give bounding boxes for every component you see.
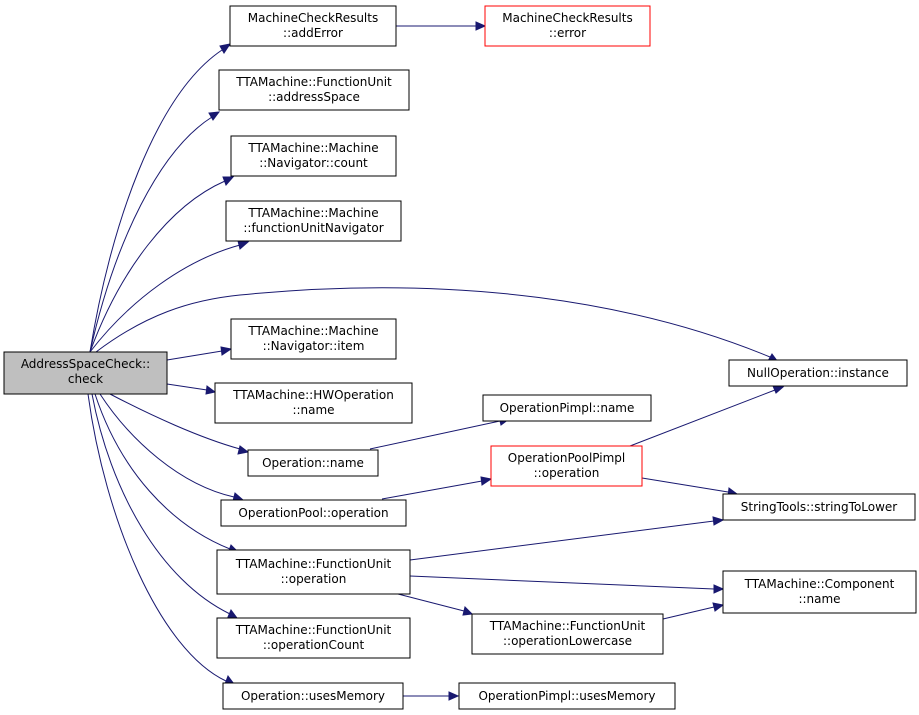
edge-check-to-fu-operationcount (91, 393, 239, 619)
node-machinecheckresults-error[interactable]: MachineCheckResults ::error (484, 5, 651, 47)
node-label-line-2: ::operation (281, 572, 347, 586)
node-label-line-2: ::operationCount (263, 638, 365, 652)
node-label-line-1: MachineCheckResults (502, 11, 632, 25)
node-label-line-1: OperationPimpl::name (500, 401, 635, 415)
node-operationpimpl-usesmemory[interactable]: OperationPimpl::usesMemory (458, 682, 676, 710)
node-stringtools-stringtolower[interactable]: StringTools::stringToLower (722, 493, 916, 521)
node-addressspacecheck-check[interactable]: AddressSpaceCheck:: check (3, 351, 168, 395)
node-label-line-1: TTAMachine::HWOperation (232, 388, 394, 402)
node-label-line-2: ::addressSpace (268, 90, 360, 104)
node-label-line-1: TTAMachine::Machine (247, 141, 378, 155)
node-label-line-1: TTAMachine::FunctionUnit (235, 623, 392, 637)
node-operationpoolpimpl-operation[interactable]: OperationPoolPimpl ::operation (490, 445, 643, 487)
node-label-line-2: ::operationLowercase (503, 634, 632, 648)
node-label-line-2: ::operation (534, 466, 600, 480)
node-machine-navigator-item[interactable]: TTAMachine::Machine ::Navigator::item (230, 318, 397, 360)
node-machine-navigator-count[interactable]: TTAMachine::Machine ::Navigator::count (230, 135, 397, 177)
node-label-line-2: ::Navigator::item (263, 339, 365, 353)
node-functionunit-operationcount[interactable]: TTAMachine::FunctionUnit ::operationCoun… (216, 617, 411, 659)
edge-pool-operation-to-poolpimpl-operation (381, 476, 493, 500)
edge-poolpimpl-operation-to-stringtolower (641, 477, 739, 497)
node-component-name[interactable]: TTAMachine::Component ::name (722, 570, 917, 614)
node-operationpimpl-name[interactable]: OperationPimpl::name (482, 394, 652, 422)
edge-check-to-hwoperation-name (166, 383, 217, 395)
node-label-line-1: TTAMachine::Component (744, 577, 895, 591)
edge-check-to-operation-name (109, 393, 250, 455)
node-machinecheckresults-adderror[interactable]: MachineCheckResults ::addError (229, 5, 397, 47)
node-label-line-2: ::addError (283, 26, 343, 40)
node-label-line-1: Operation::name (262, 456, 364, 470)
node-label-line-1: StringTools::stringToLower (741, 500, 898, 514)
node-nulloperation-instance[interactable]: NullOperation::instance (728, 359, 908, 387)
node-label-line-1: AddressSpaceCheck:: (21, 357, 150, 371)
node-label-line-1: OperationPoolPimpl (508, 451, 626, 465)
node-label-line-2: ::Navigator::count (259, 156, 368, 170)
node-label-line-1: TTAMachine::Machine (247, 324, 378, 338)
node-operation-name[interactable]: Operation::name (247, 449, 379, 477)
node-hwoperation-name[interactable]: TTAMachine::HWOperation ::name (214, 382, 413, 424)
node-label-line-2: ::functionUnitNavigator (243, 221, 383, 235)
node-label-line-1: OperationPool::operation (238, 506, 388, 520)
edge-check-to-navigator-item (166, 346, 233, 361)
node-label-line-1: NullOperation::instance (747, 366, 889, 380)
edge-usesmemory-to-pimpl-usesmemory (403, 691, 460, 701)
node-label-line-1: TTAMachine::FunctionUnit (235, 557, 392, 571)
node-label-line-2: ::name (798, 592, 840, 606)
edge-check-to-null-instance (95, 287, 780, 363)
edge-poolpimpl-operation-to-null-instance (629, 385, 785, 447)
edge-check-to-usesmemory (87, 393, 235, 685)
edges (87, 21, 785, 701)
edge-fu-operation-to-stringtolower (409, 516, 725, 561)
node-label-line-1: TTAMachine::FunctionUnit (489, 619, 646, 633)
edge-check-to-addressspace (89, 111, 221, 353)
node-label-line-2: check (68, 372, 103, 386)
node-label-line-1: TTAMachine::FunctionUnit (235, 75, 392, 89)
edge-operationlowercase-to-component-name (662, 602, 725, 620)
nodes: AddressSpaceCheck:: check MachineCheckRe… (3, 5, 917, 710)
node-label-line-1: MachineCheckResults (248, 11, 378, 25)
node-label-line-2: ::name (292, 403, 334, 417)
node-label-line-1: Operation::usesMemory (241, 689, 385, 703)
edge-adderror-to-error (396, 21, 487, 31)
node-operationpool-operation[interactable]: OperationPool::operation (220, 499, 407, 527)
node-label-line-1: TTAMachine::Machine (247, 206, 378, 220)
edge-check-to-navigator-count (89, 176, 235, 353)
node-functionunit-addressspace[interactable]: TTAMachine::FunctionUnit ::addressSpace (218, 69, 410, 111)
edge-fu-operation-to-component-name (409, 575, 725, 594)
edge-check-to-adderror (89, 43, 232, 353)
node-functionunit-operation[interactable]: TTAMachine::FunctionUnit ::operation (216, 549, 411, 595)
node-label-line-2: ::error (549, 26, 586, 40)
node-functionunit-operationlowercase[interactable]: TTAMachine::FunctionUnit ::operationLowe… (471, 613, 664, 655)
node-machine-functionunitnavigator[interactable]: TTAMachine::Machine ::functionUnitNaviga… (225, 200, 402, 242)
edge-fu-operation-to-operationlowercase (397, 593, 474, 616)
node-operation-usesmemory[interactable]: Operation::usesMemory (222, 682, 404, 710)
node-label-line-1: OperationPimpl::usesMemory (478, 689, 655, 703)
